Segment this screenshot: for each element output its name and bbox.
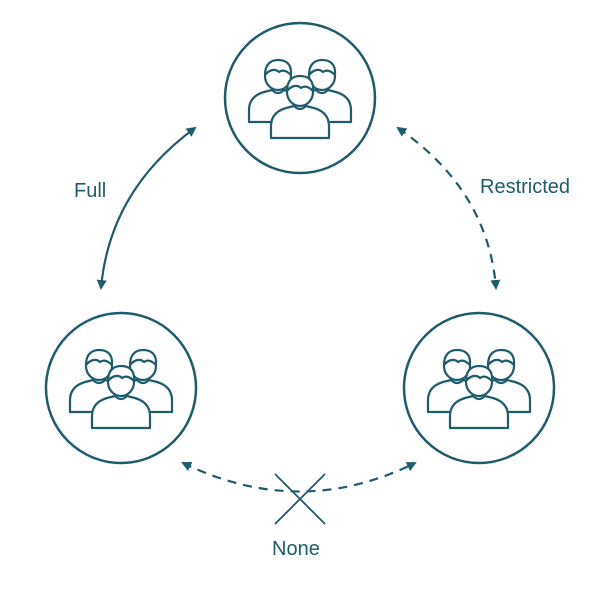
label-none: None xyxy=(272,538,320,560)
group-top xyxy=(223,21,377,175)
connection-none-arrow xyxy=(181,462,417,493)
group-right xyxy=(402,311,556,465)
group-left xyxy=(44,311,198,465)
connection-full-arrow xyxy=(96,126,197,290)
connection-restricted-arrow xyxy=(396,126,501,290)
label-restricted: Restricted xyxy=(480,176,571,198)
label-full: Full xyxy=(74,180,107,202)
blocked-cross-icon xyxy=(274,473,326,525)
